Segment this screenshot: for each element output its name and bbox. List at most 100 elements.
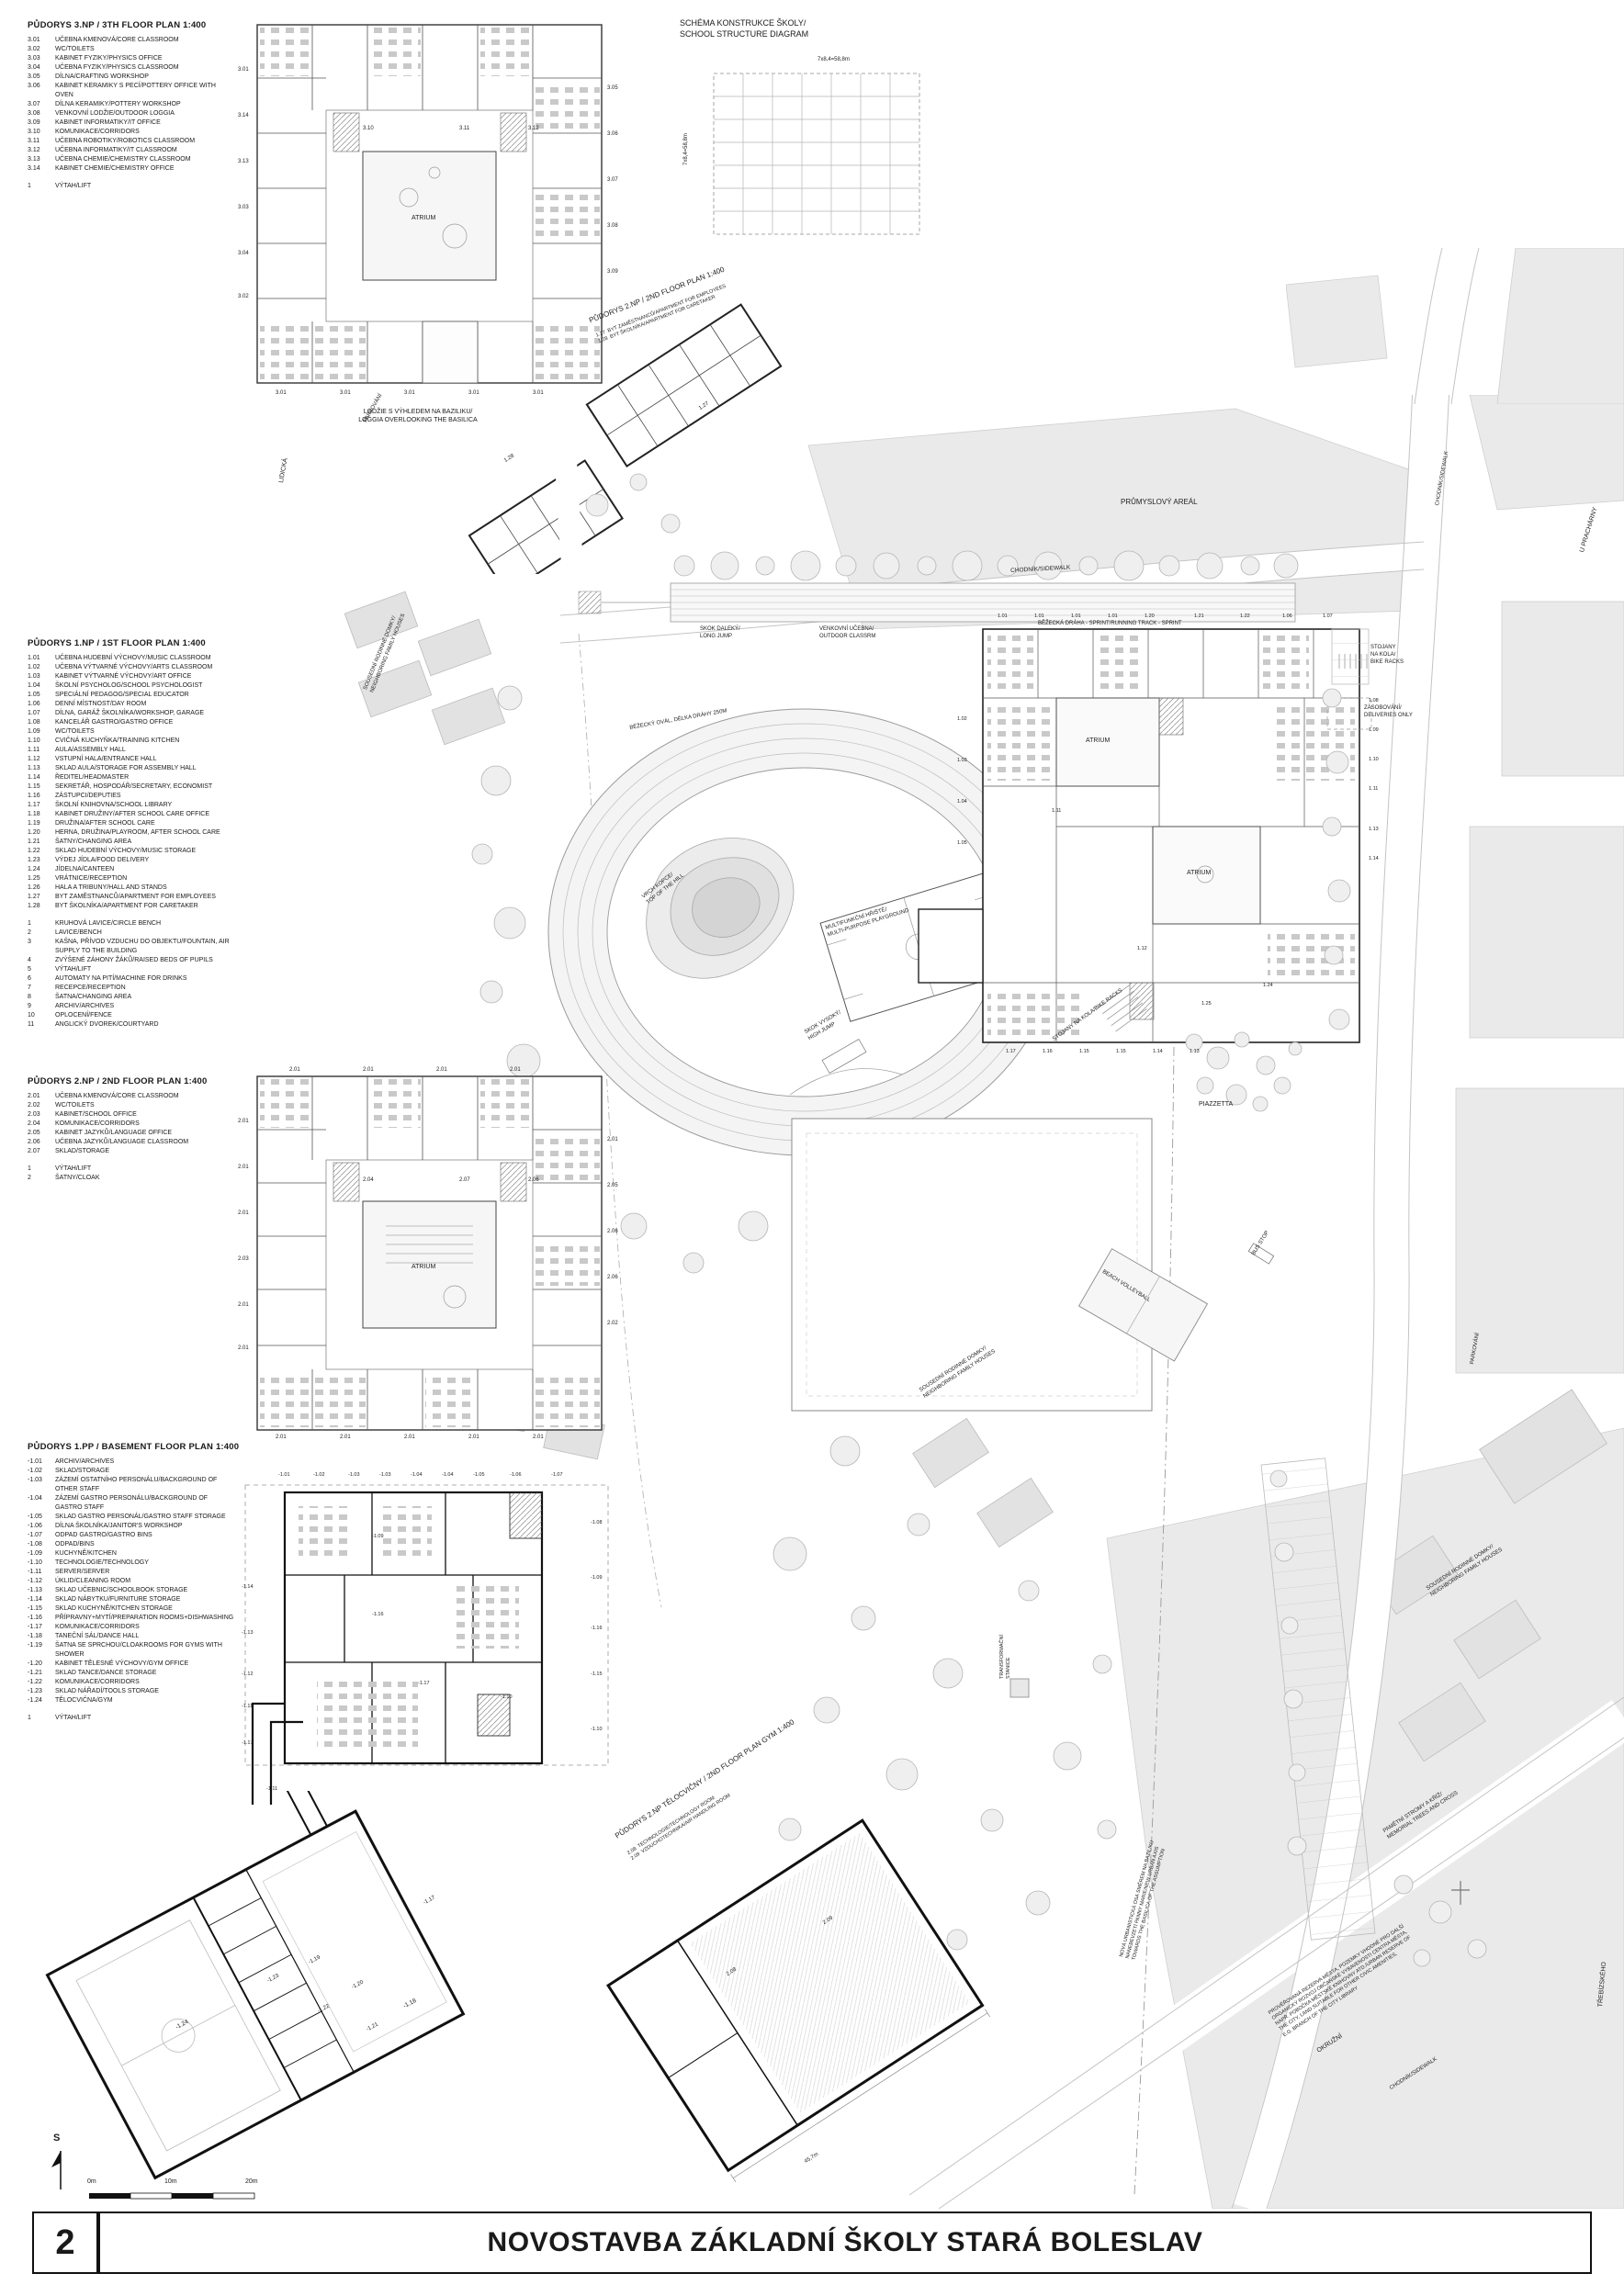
- legend-1pp: PŮDORYS 1.PP / BASEMENT FLOOR PLAN 1:400…: [28, 1442, 239, 1723]
- plan-label: -1.10: [591, 1727, 603, 1732]
- atrium-label: ATRIUM: [412, 1264, 436, 1270]
- plan-label: 1.01: [998, 613, 1008, 619]
- plan-label: -1.05: [473, 1472, 485, 1478]
- label-sprint-track: BĚŽECKÁ DRÁHA - SPRINT/RUNNING TRACK - S…: [1038, 621, 1182, 626]
- plan-label: -1.08: [591, 1520, 603, 1525]
- north-arrow: S: [44, 2133, 81, 2197]
- plan-label: 3.04: [238, 251, 249, 256]
- plan-1pp-drawing: [244, 1484, 609, 1805]
- plan-label: 3.13: [238, 159, 249, 164]
- plan-label: 2.01: [238, 1302, 249, 1308]
- plan-label: -1.06: [510, 1472, 522, 1478]
- plan-label: 2.01: [533, 1435, 544, 1440]
- plan-label: -1.02: [313, 1472, 325, 1478]
- urban-axis-line: [1133, 1046, 1175, 2196]
- plan-label: 2.07: [459, 1177, 470, 1183]
- plan-label: 2.01: [363, 1067, 374, 1073]
- label-atrium: ATRIUM: [1187, 870, 1212, 876]
- plan-label: 1.12: [1137, 946, 1147, 951]
- plan-label: -1.13: [242, 1630, 254, 1636]
- plan-gym-2np-drawing: [605, 1818, 991, 2182]
- plan-label: 2.01: [238, 1345, 249, 1351]
- plan-label: -1.01: [278, 1472, 290, 1478]
- plan-label: -1.04: [411, 1472, 423, 1478]
- plan-label: -1.09: [591, 1575, 603, 1581]
- structure-title: SCHÉMA KONSTRUKCE ŠKOLY/ SCHOOL STRUCTUR…: [680, 18, 809, 39]
- memorial-cross: [1451, 1881, 1470, 1905]
- plan-label: 1.21: [1194, 613, 1204, 619]
- plan-label: 3.08: [607, 223, 618, 229]
- plan-label: -1.03: [348, 1472, 360, 1478]
- plan-label: -1.09: [372, 1534, 384, 1539]
- plan-label: 1.15: [1116, 1049, 1126, 1054]
- label-deliveries: ZÁSOBOVÁNÍ/ DELIVERIES ONLY: [1364, 705, 1413, 718]
- plan-label: 1.17: [1006, 1049, 1016, 1054]
- plan-label: 3.01: [340, 390, 351, 396]
- bus-stop-shelter: [1247, 1243, 1275, 1265]
- scale-10m: 10m: [164, 2178, 177, 2185]
- plan-label: 2.01: [340, 1435, 351, 1440]
- plan-label: 1.01: [1071, 613, 1081, 619]
- plan-label: -1.11: [266, 1786, 278, 1792]
- plan-label: -1.16: [591, 1626, 603, 1631]
- plan-label: 1.10: [1369, 757, 1379, 762]
- plan-label: 1.24: [1263, 983, 1273, 988]
- plan-label: -1.12: [242, 1671, 254, 1677]
- plan-label: 1.09: [1369, 727, 1379, 733]
- plan-label: 2.01: [607, 1137, 618, 1142]
- plan-label: 2.01: [510, 1067, 521, 1073]
- plan-label: 2.06: [607, 1229, 618, 1234]
- plan-gym-basement: -1.24-1.23-1.19-1.22-1.20-1.21-1.18-1.17: [37, 1791, 487, 2223]
- scale-bar: 0m 10m 20m: [87, 2178, 289, 2206]
- plan-apartments-drawing: [468, 303, 783, 574]
- sheet-title-box: NOVOSTAVBA ZÁKLADNÍ ŠKOLY STARÁ BOLESLAV: [98, 2212, 1592, 2274]
- plan-label: 2.01: [436, 1067, 447, 1073]
- sports-field-margin: [806, 1132, 1138, 1397]
- plan-label: 3.10: [363, 126, 374, 131]
- plan-label: 3.01: [404, 390, 415, 396]
- plan-label: 1.20: [1145, 613, 1155, 619]
- legend-title: PŮDORYS 1.NP / 1ST FLOOR PLAN 1:400: [28, 638, 206, 648]
- plan-label: 2.01: [238, 1119, 249, 1124]
- plan-label: 3.12: [528, 126, 539, 131]
